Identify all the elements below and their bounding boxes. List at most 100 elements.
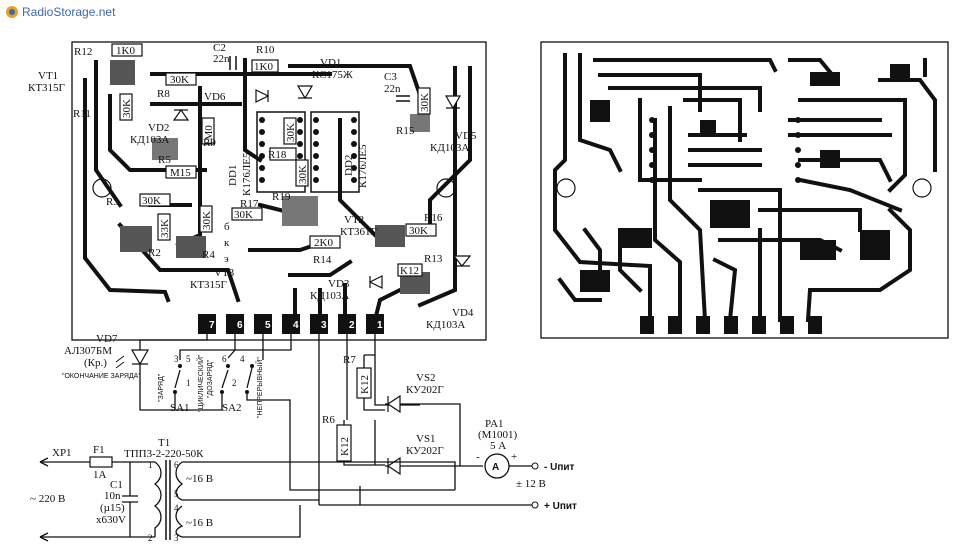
r5-label: R5 [158, 154, 171, 166]
sa2-mode3: "НЕПРЕРЫВНЫЙ" [255, 357, 264, 418]
sw-pin-2: 2 [232, 378, 237, 388]
vt3-value: КТ315Г [190, 279, 227, 291]
dd2-value: К176ЛЕ5 [357, 144, 369, 188]
pin-2: 2 [349, 320, 355, 331]
r7-label: R7 [343, 354, 356, 366]
r5-value: М15 [170, 167, 191, 179]
r12-value: 1K0 [116, 45, 135, 57]
c1-value: 10n [104, 490, 121, 502]
sw-pin-6: 6 [222, 354, 227, 364]
vd7-color: (Кр.) [84, 357, 107, 369]
vd7-label: VD7 [96, 333, 118, 345]
sa1-label: SA1 [170, 402, 190, 414]
vt2-value: КТ361Г [340, 226, 377, 238]
ammeter-symbol: A [492, 462, 499, 473]
vd7-note: "ОКОНЧАНИЕ ЗАРЯДА" [62, 373, 141, 380]
r10-label: R10 [256, 44, 275, 56]
r19-label: R19 [272, 191, 291, 203]
winding-6: 6 [174, 460, 179, 470]
r4-label: R4 [202, 249, 215, 261]
pin-3: 3 [321, 320, 327, 331]
r13-value: K12 [400, 265, 419, 277]
dd1-value: К176ЛЕ5 [241, 152, 253, 196]
r17-value: 30K [234, 209, 253, 221]
sa2-mode2: "ЦИКЛИЧЕСКИЙ" [196, 354, 205, 412]
c3-label: C3 [384, 71, 397, 83]
vt3-label: VT3 [214, 267, 235, 279]
vd1-value: КС175Ж [312, 69, 353, 81]
c2-value: 22n [213, 53, 230, 65]
vs1-value: КУ202Г [406, 445, 444, 457]
vd2-value: КД103А [130, 134, 169, 146]
r14-label: R14 [313, 254, 332, 266]
t1-label: T1 [158, 437, 170, 449]
pin-6: 6 [237, 320, 243, 331]
pin-k-label: к [224, 237, 230, 249]
r2-value: 33K [159, 219, 171, 238]
pin-7: 7 [209, 320, 215, 331]
sa2-label: SA2 [222, 402, 242, 414]
pin-e-label: э [224, 253, 229, 265]
watermark: RadioStorage.net [6, 5, 116, 19]
r18-value: 30K [285, 123, 297, 142]
pa1-range: 5 А [490, 440, 506, 452]
r17-label: R17 [240, 198, 259, 210]
r16-value: 30K [409, 225, 428, 237]
vd7-value: АЛ307БМ [64, 345, 112, 357]
r13-label: R13 [424, 253, 443, 265]
sa2-mode1: "ДОЗАРЯД" [207, 359, 214, 398]
ammeter-minus: - [476, 451, 480, 463]
r10-value: 1K0 [254, 61, 273, 73]
r3-value: 30K [142, 195, 161, 207]
r15-label: R15 [396, 125, 415, 137]
vd6-label: VD6 [204, 91, 226, 103]
sa1-mode: "ЗАРЯД" [158, 373, 165, 402]
r8-value: 30K [170, 74, 189, 86]
winding-1: 1 [148, 460, 153, 470]
vd1-label: VD1 [320, 57, 341, 69]
r6-value: K12 [339, 437, 351, 456]
pin-4: 4 [293, 320, 299, 331]
vt2-label: VT2 [344, 214, 364, 226]
r11-value: 30K [121, 99, 133, 118]
ammeter-plus: + [511, 451, 517, 463]
r12-label: R12 [74, 46, 92, 58]
c1-label: C1 [110, 479, 123, 491]
sec-volt-1: ~16 В [186, 473, 213, 485]
connector-pins: 7 6 5 4 3 2 1 [198, 314, 384, 334]
pin-5: 5 [265, 320, 271, 331]
wiring-schematic: VD7 АЛ307БМ (Кр.) "ОКОНЧАНИЕ ЗАРЯДА" SA1… [30, 333, 577, 543]
r15-value: 30K [419, 93, 431, 112]
r16-label: R16 [424, 212, 443, 224]
r4-value: 30K [201, 211, 213, 230]
pa1-label: PA1 [485, 418, 504, 430]
out-pos-label: + Uпит [544, 501, 577, 512]
component-side-board: R12 1K0 C2 22n R10 1K0 VD1 КС175Ж VT1 КТ… [28, 41, 487, 341]
dd2-label: DD2 [343, 155, 355, 176]
winding-2: 2 [148, 533, 153, 543]
vd4-label: VD4 [452, 307, 474, 319]
r7-value: K12 [359, 375, 371, 394]
vd5-label: VD5 [455, 130, 477, 142]
watermark-text: RadioStorage.net [22, 5, 116, 19]
sec-volt-2: ~16 В [186, 517, 213, 529]
sw-pin-5: 5 [186, 354, 191, 364]
vd2-label: VD2 [148, 122, 169, 134]
pa1-value: (М1001) [478, 429, 517, 441]
vs1-label: VS1 [416, 433, 436, 445]
t1-value: ТПП3-2-220-50К [124, 448, 204, 460]
out-neg-label: - Uпит [544, 462, 575, 473]
c1-value2: (µ15) [100, 502, 125, 514]
mains-label: ~ 220 В [30, 493, 65, 505]
r9-label: R9 [203, 137, 216, 149]
r9-value: 1М0 [203, 125, 215, 146]
winding-5: 5 [174, 489, 179, 499]
out-volt-label: ± 12 В [516, 478, 546, 490]
r6-label: R6 [322, 414, 335, 426]
vs2-label: VS2 [416, 372, 436, 384]
vt1-value: КТ315Г [28, 82, 65, 94]
xp1-label: XP1 [52, 447, 72, 459]
vd4-value: КД103А [426, 319, 465, 331]
winding-3: 3 [174, 533, 179, 543]
